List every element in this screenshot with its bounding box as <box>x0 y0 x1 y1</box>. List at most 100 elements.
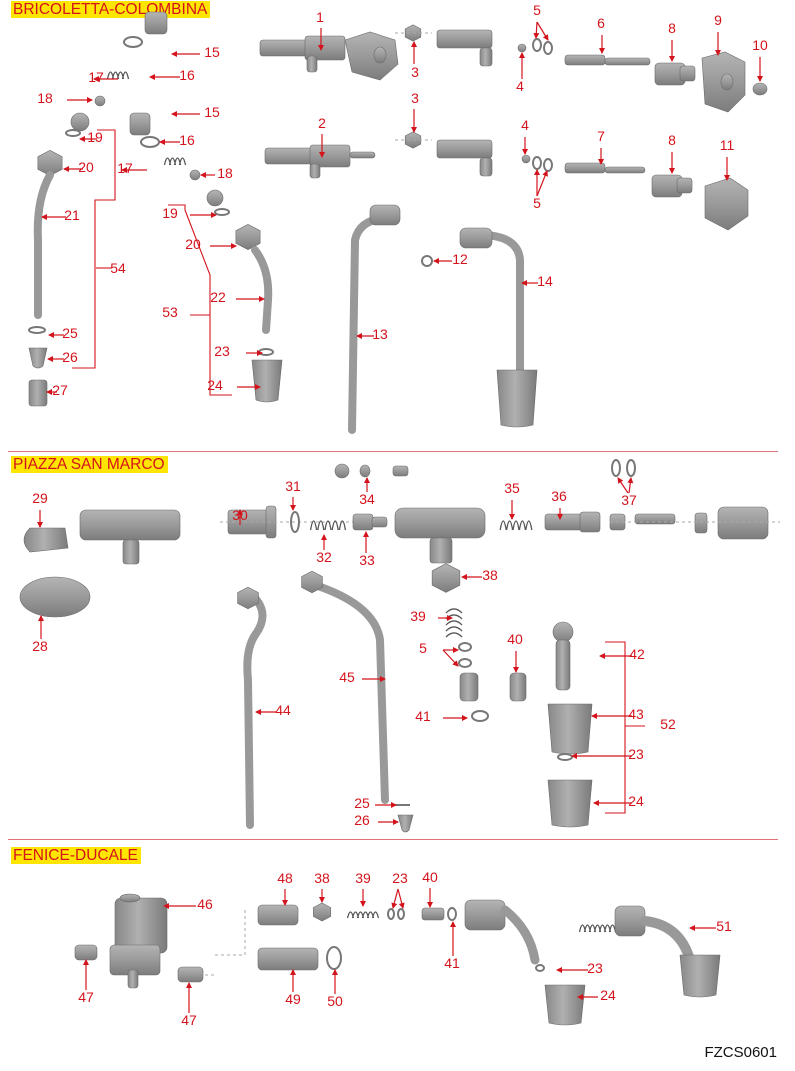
callout-label: 35 <box>504 480 520 496</box>
section-title-piazza: PIAZZA SAN MARCO <box>11 456 168 473</box>
valve-outlet <box>309 163 321 179</box>
tee-body <box>436 29 493 49</box>
callout-arrow <box>536 21 549 41</box>
callout-label: 26 <box>62 349 78 365</box>
gasket-16 <box>140 136 160 148</box>
steam-wand-14 <box>476 231 524 374</box>
nozzle-24 <box>251 359 283 403</box>
callout-label: 39 <box>355 870 371 886</box>
callout-label: 36 <box>551 488 567 504</box>
callout-label: 20 <box>78 159 94 175</box>
callout-label: 5 <box>419 640 427 656</box>
steam-nozzle <box>496 369 538 428</box>
spindle-6 <box>564 54 606 66</box>
wand-nut <box>237 586 259 610</box>
fitting-47 <box>177 966 204 983</box>
piston-33 <box>352 513 374 531</box>
callout-label: 49 <box>285 991 301 1007</box>
group-bracket-54 <box>72 129 116 369</box>
callout-label: 28 <box>32 638 48 654</box>
spring-51 <box>578 924 617 933</box>
callout-label: 50 <box>327 993 343 1009</box>
callout-label: 48 <box>277 870 293 886</box>
callout-label: 25 <box>354 795 370 811</box>
gasket-37 <box>626 459 636 477</box>
part-34c <box>392 465 409 477</box>
callout-label: 18 <box>37 90 53 106</box>
callout-label: 5 <box>533 2 541 18</box>
valve-body-29 <box>79 509 181 541</box>
group-bracket-53 <box>168 204 232 396</box>
nut-38 <box>431 563 461 593</box>
gasket-16 <box>123 36 143 48</box>
ball <box>521 154 531 164</box>
nut-15 <box>129 112 151 136</box>
stem-42 <box>555 639 571 691</box>
o-ring <box>532 156 542 170</box>
callout-label: 51 <box>716 918 732 934</box>
spindle-7 <box>564 162 606 174</box>
washer <box>694 512 708 534</box>
callout-label: 8 <box>668 132 676 148</box>
callout-label: 34 <box>359 491 375 507</box>
ball-joint <box>206 189 224 207</box>
bonnet-neck <box>679 65 696 82</box>
o-ring-23 <box>397 908 405 920</box>
spindle-shaft <box>604 57 651 66</box>
callout-label: 6 <box>597 15 605 31</box>
callout-label: 46 <box>197 896 213 912</box>
seat-18 <box>189 169 201 181</box>
wand-51 <box>640 916 695 965</box>
bonnet-neck <box>676 177 693 194</box>
callout-label: 44 <box>275 702 291 718</box>
o-ring-19 <box>65 129 81 137</box>
tee-outlet <box>479 47 493 67</box>
group-bracket-52 <box>605 641 645 814</box>
callout-label: 16 <box>179 132 195 148</box>
wand-nut <box>301 570 323 594</box>
callout-label: 23 <box>587 960 603 976</box>
section-divider <box>8 839 778 840</box>
valve-outlet <box>122 539 140 565</box>
o-ring <box>543 158 553 172</box>
callout-label: 10 <box>752 37 768 53</box>
callout-label: 43 <box>628 706 644 722</box>
callout-label: 53 <box>162 304 178 320</box>
tip-26 <box>397 814 414 833</box>
callout-label: 24 <box>207 377 223 393</box>
valve-40 <box>509 672 527 702</box>
wand-bend <box>500 905 540 965</box>
tee-body <box>436 139 493 159</box>
callout-label: 32 <box>316 549 332 565</box>
nut-38 <box>313 902 331 922</box>
callout-label: 22 <box>210 289 226 305</box>
valve-fitting <box>304 35 346 61</box>
knob-hole <box>720 73 734 91</box>
fitting-49 <box>257 947 319 971</box>
callout-label: 18 <box>217 165 233 181</box>
o-ring-25 <box>28 326 46 334</box>
callout-label: 19 <box>87 129 103 145</box>
o-ring-23 <box>535 964 545 972</box>
wand-21 <box>33 171 54 319</box>
tip-27 <box>28 379 48 407</box>
callout-label: 8 <box>668 20 676 36</box>
callout-label: 38 <box>482 567 498 583</box>
callout-label: 29 <box>32 490 48 506</box>
washer-12 <box>421 255 433 267</box>
o-ring-23 <box>557 753 573 761</box>
callout-arrow <box>397 888 405 909</box>
nut-15 <box>144 11 168 35</box>
callout-label: 9 <box>714 12 722 28</box>
callout-label: 17 <box>117 160 133 176</box>
callout-label: 47 <box>181 1012 197 1028</box>
o-ring-23 <box>258 348 274 356</box>
callout-arrow <box>533 21 540 39</box>
ball-joint <box>552 621 574 643</box>
callout-label: 41 <box>415 708 431 724</box>
callout-label: 42 <box>629 646 645 662</box>
tip-26 <box>28 347 48 369</box>
o-ring-23 <box>387 908 395 920</box>
callout-label: 40 <box>507 631 523 647</box>
